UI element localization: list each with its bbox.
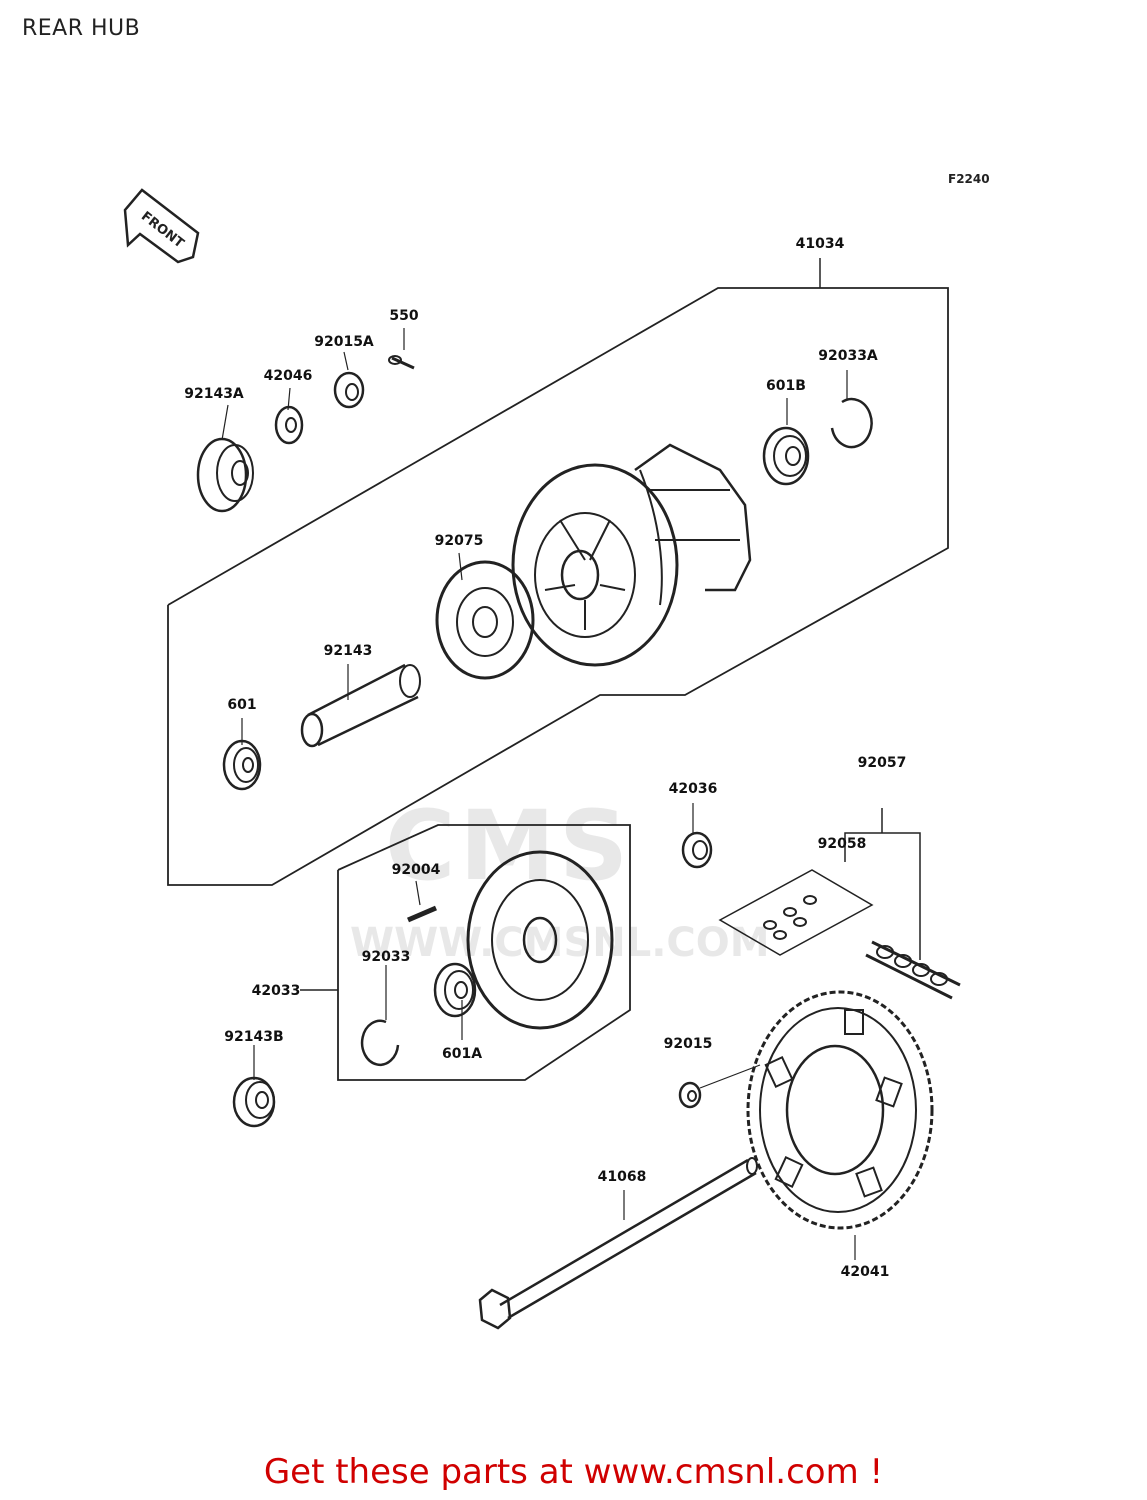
label-601: 601: [227, 697, 257, 713]
sprocket-hub-outline: [337, 824, 631, 1081]
washer-42046: [274, 405, 304, 445]
label-92033: 92033: [361, 949, 411, 965]
axle-41068: [478, 1157, 758, 1330]
page-title: REAR HUB: [22, 16, 141, 41]
bearing-601: [222, 739, 262, 791]
figure-code: F2240: [948, 172, 990, 186]
stud-92004: [407, 905, 437, 923]
watermark-logo: CMS: [385, 790, 633, 902]
collar-42036: [681, 831, 713, 869]
nut-92015: [678, 1081, 702, 1109]
collar-92143B: [232, 1076, 276, 1128]
label-92015: 92015: [663, 1036, 713, 1052]
label-92015A: 92015A: [314, 334, 374, 350]
circlip-92033A: [830, 397, 873, 449]
label-41034: 41034: [795, 236, 845, 252]
footer-cta-link[interactable]: Get these parts at www.cmsnl.com !: [263, 1452, 884, 1492]
label-42033: 42033: [251, 983, 301, 999]
watermark-url: WWW.CMSNL.COM: [350, 920, 770, 966]
label-41068: 41068: [597, 1169, 647, 1185]
hub-damper-92075: [435, 560, 535, 680]
label-42041: 42041: [840, 1264, 890, 1280]
circlip-92033: [360, 1019, 400, 1066]
label-42046: 42046: [263, 368, 313, 384]
bearing-601B: [762, 426, 810, 486]
label-550: 550: [389, 308, 419, 324]
bearing-601A: [433, 962, 477, 1018]
label-601B: 601B: [766, 378, 806, 394]
sprocket-hub-42033: [466, 850, 614, 1030]
label-92143A: 92143A: [184, 386, 244, 402]
spacer-92143: [300, 663, 421, 748]
nut-92015A: [333, 371, 365, 409]
rear-sprocket-42041: [746, 990, 934, 1230]
label-92075: 92075: [434, 533, 484, 549]
hub-assembly-outline: [167, 287, 949, 886]
chain-joint-92058: [718, 869, 874, 956]
label-92143: 92143: [323, 643, 373, 659]
label-92143B: 92143B: [224, 1029, 284, 1045]
label-42036: 42036: [668, 781, 718, 797]
front-arrow-icon: FRONT: [123, 188, 200, 264]
drive-chain: [865, 940, 961, 1000]
cotter-pin-550: [388, 355, 415, 370]
rear-hub-body: [511, 443, 752, 667]
collar-92143A: [196, 437, 254, 513]
label-92033A: 92033A: [818, 348, 878, 364]
label-601A: 601A: [441, 1046, 483, 1062]
label-92057: 92057: [857, 755, 907, 771]
label-92004: 92004: [391, 862, 441, 878]
label-92058: 92058: [817, 836, 867, 852]
